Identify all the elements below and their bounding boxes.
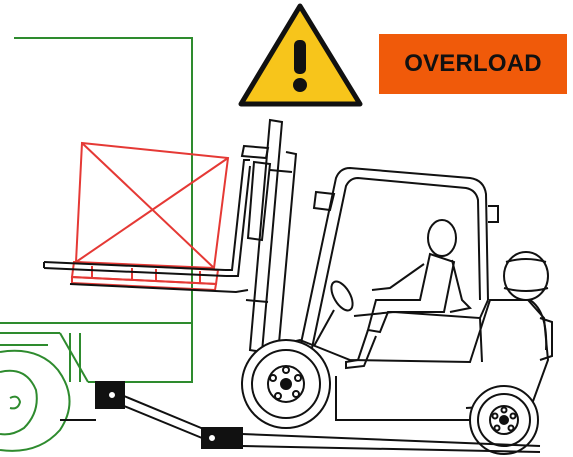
- overload-badge: OVERLOAD: [379, 34, 567, 94]
- front-wheel: [242, 340, 330, 428]
- warning-triangle-icon: [241, 6, 360, 104]
- gas-cylinder: [504, 252, 548, 300]
- forklift-driver: [346, 220, 470, 368]
- overloaded-pallet: [72, 143, 228, 290]
- truck-wheel: [0, 351, 70, 451]
- truck-trailer: [0, 38, 192, 382]
- forklift-mast: [242, 120, 296, 354]
- forklift-cab: [300, 168, 498, 348]
